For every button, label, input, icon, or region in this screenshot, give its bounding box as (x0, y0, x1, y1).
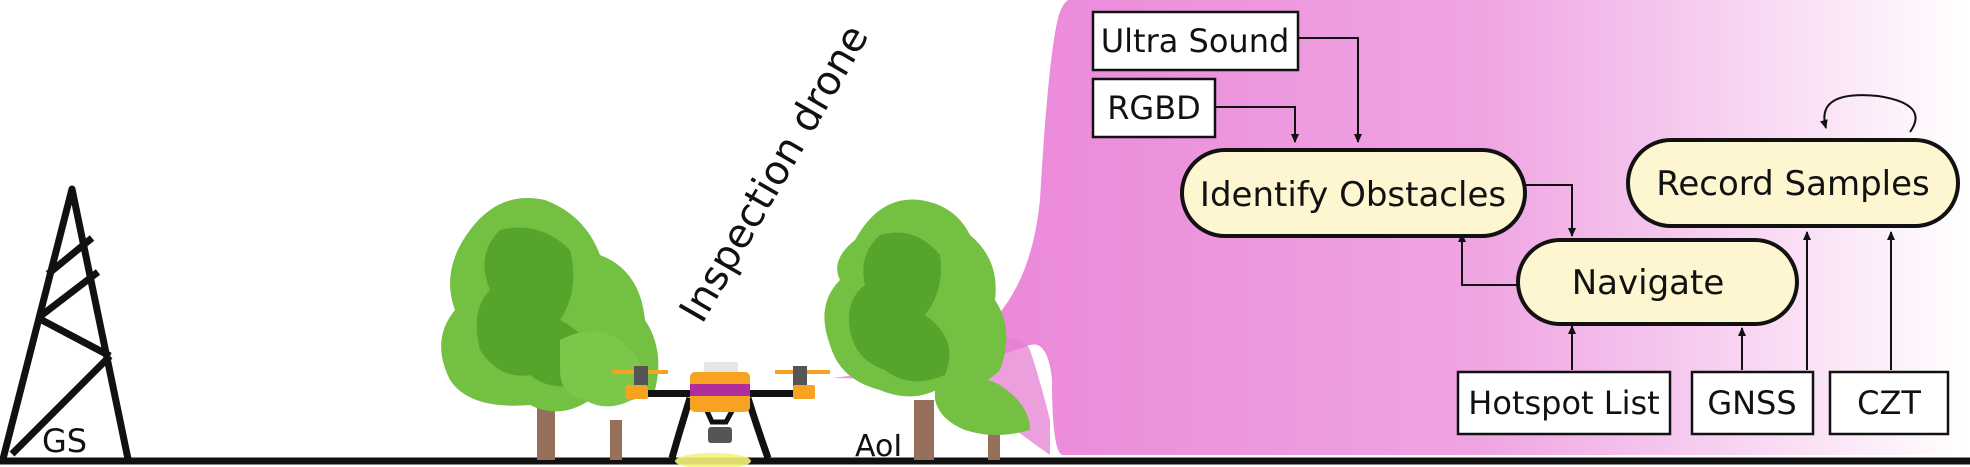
area-of-interest-label: AoI (855, 429, 902, 464)
node-identify-obstacles: Identify Obstacles (1180, 148, 1527, 238)
tree-left (441, 198, 659, 460)
node-record-samples: Record Samples (1626, 138, 1960, 228)
node-record-samples-label: Record Samples (1656, 164, 1929, 204)
node-ultra-sound: Ultra Sound (1091, 10, 1300, 72)
node-hotspot-list: Hotspot List (1456, 370, 1672, 436)
node-identify-obstacles-label: Identify Obstacles (1200, 175, 1506, 215)
node-rgbd-label: RGBD (1107, 89, 1201, 127)
node-gnss: GNSS (1690, 370, 1815, 436)
node-czt-label: CZT (1857, 384, 1921, 422)
node-navigate: Navigate (1516, 238, 1799, 326)
node-navigate-label: Navigate (1572, 263, 1725, 303)
flow-connectors (1215, 37, 1917, 370)
inspection-drone (612, 362, 830, 467)
node-ultra-sound-label: Ultra Sound (1101, 22, 1290, 60)
node-hotspot-list-label: Hotspot List (1468, 384, 1659, 422)
node-czt: CZT (1828, 370, 1950, 436)
ground-station-label: GS (42, 422, 87, 460)
tree-right (824, 199, 1030, 460)
ground-station-tower (0, 185, 132, 460)
node-gnss-label: GNSS (1707, 384, 1796, 422)
node-rgbd: RGBD (1091, 77, 1217, 139)
